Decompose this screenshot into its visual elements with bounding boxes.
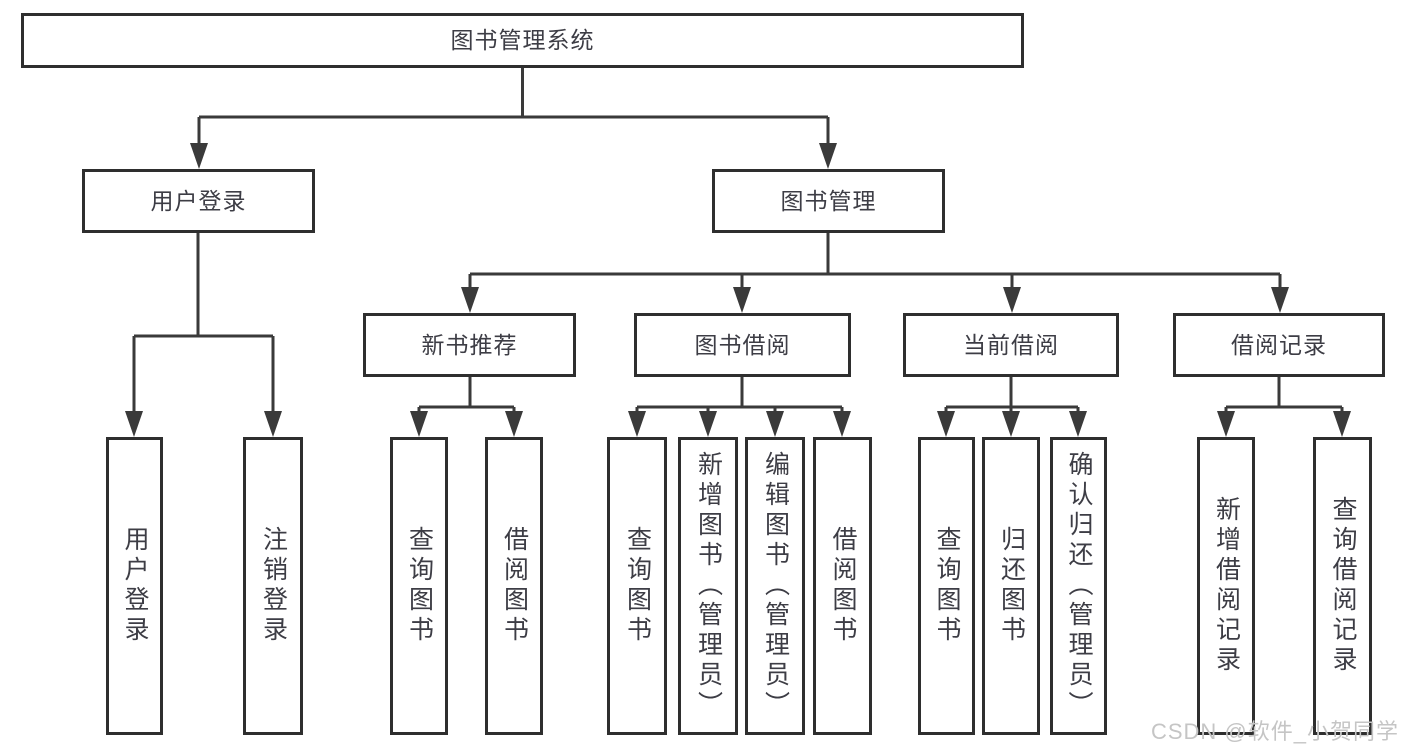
node-label: 注销登录 [259,526,288,646]
node-label: 归还图书 [997,526,1026,646]
node-label: 借阅图书 [829,526,857,646]
node-label: 编辑图书（管理员） [761,451,790,721]
node-label: 新增借阅记录 [1212,496,1241,676]
leaf-confirm-return-admin: 确认归还（管理员） [1050,437,1107,735]
leaf-query-books-current: 查询图书 [918,437,975,735]
node-label: 新书推荐 [421,331,518,358]
node-label: 用户登录 [150,187,247,214]
leaf-query-books-borrowing: 查询图书 [607,437,667,735]
node-root-system: 图书管理系统 [21,13,1024,68]
node-label: 借阅记录 [1231,331,1327,358]
node-book-borrowing: 图书借阅 [634,313,851,377]
node-new-book-recommend: 新书推荐 [363,313,576,377]
node-label: 当前借阅 [963,331,1059,358]
leaf-return-books: 归还图书 [982,437,1040,735]
node-label: 查询图书 [405,526,434,646]
leaf-add-borrow-record: 新增借阅记录 [1197,437,1255,735]
node-label: 新增图书（管理员） [694,451,723,721]
leaf-query-books-recommend: 查询图书 [390,437,448,735]
node-borrow-records: 借阅记录 [1173,313,1385,377]
leaf-user-login: 用户登录 [106,437,163,735]
node-label: 图书管理系统 [450,27,595,53]
leaf-add-books-admin: 新增图书（管理员） [678,437,738,735]
node-label: 查询图书 [933,526,961,646]
node-label: 图书借阅 [694,331,791,358]
leaf-logout: 注销登录 [243,437,303,735]
leaf-edit-books-admin: 编辑图书（管理员） [745,437,805,735]
node-label: 图书管理 [780,187,877,214]
leaf-query-borrow-record: 查询借阅记录 [1313,437,1372,735]
node-label: 查询图书 [623,526,652,646]
csdn-watermark: CSDN @软件_小贺同学 [1150,719,1399,744]
leaf-borrow-books-recommend: 借阅图书 [485,437,543,735]
node-label: 用户登录 [121,526,149,646]
node-label: 查询借阅记录 [1329,496,1357,676]
node-user-login-module: 用户登录 [82,169,315,233]
leaf-borrow-books: 借阅图书 [813,437,872,735]
node-current-borrowing: 当前借阅 [903,313,1119,377]
node-label: 确认归还（管理员） [1065,451,1093,721]
node-book-management-module: 图书管理 [712,169,945,233]
node-label: 借阅图书 [500,526,529,646]
